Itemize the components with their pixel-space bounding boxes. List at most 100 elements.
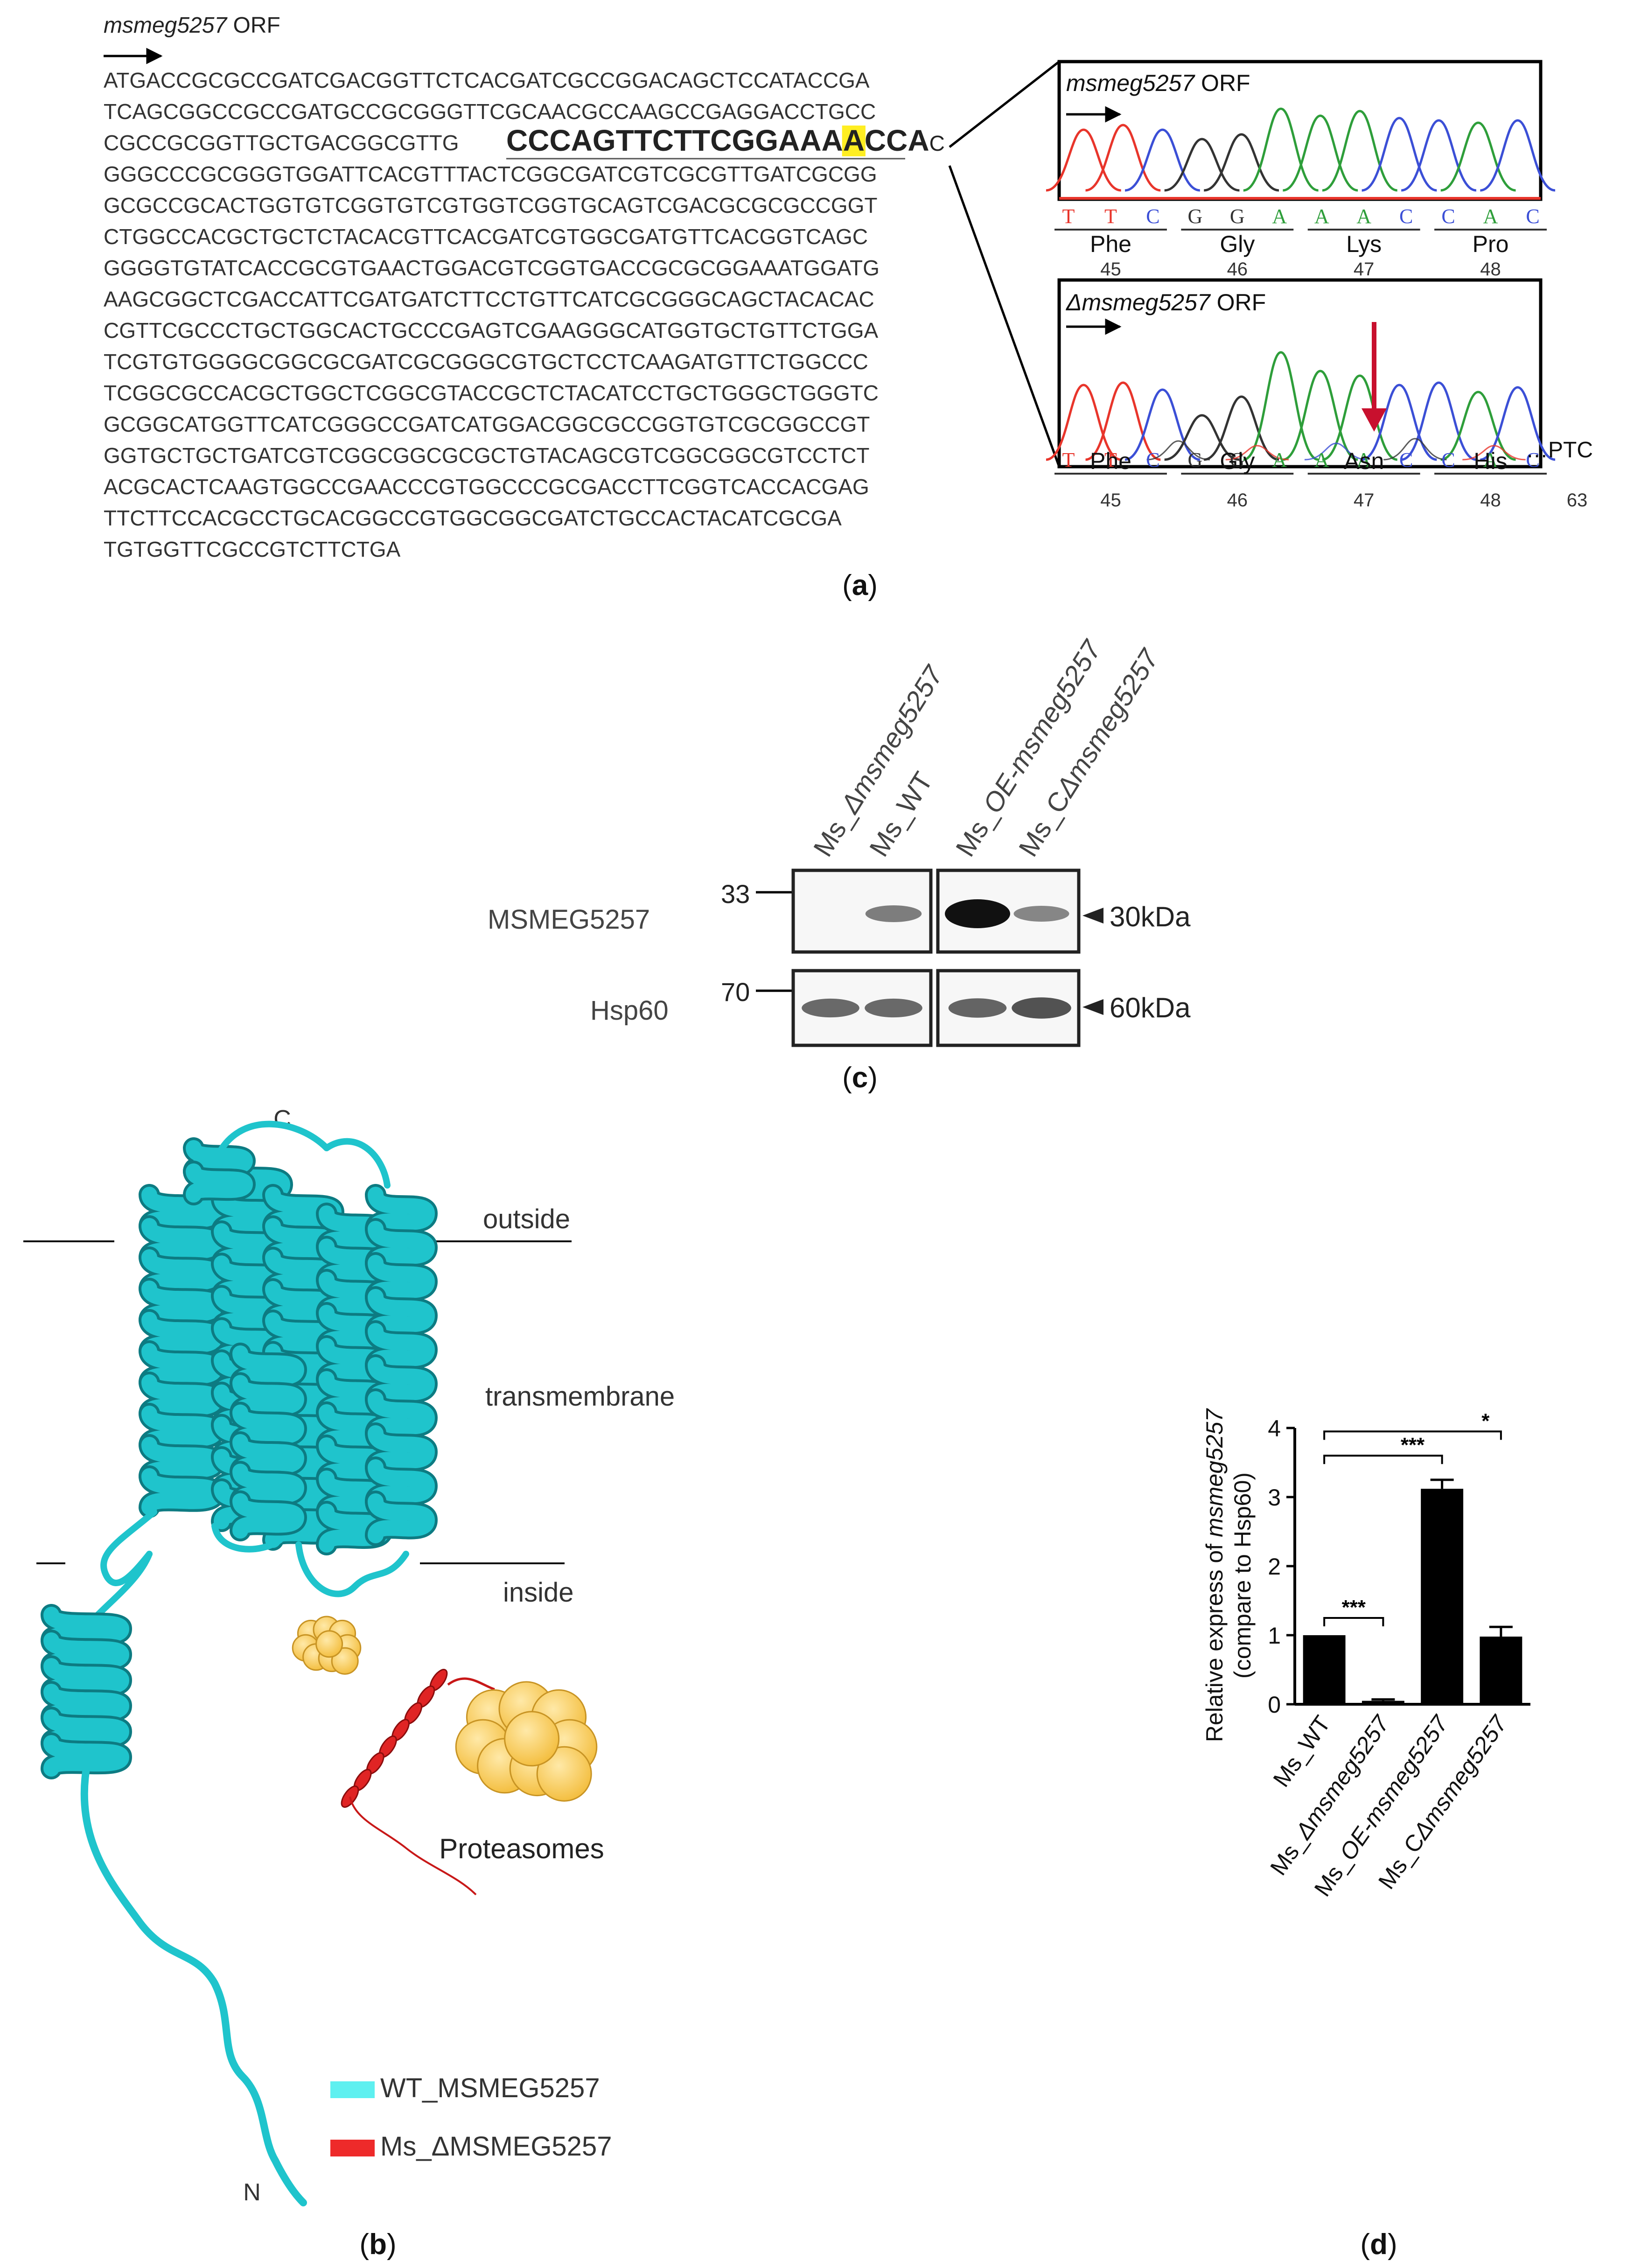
helix-turn: [368, 1187, 435, 1237]
band-msmeg5257: [945, 899, 1010, 928]
y-tick-label: 2: [1268, 1554, 1281, 1580]
sequence-line: TCAGCGGCCGCCGATGCCGCGGGTTCGCAACGCCAAGCCG…: [104, 99, 876, 124]
residue-number: 46: [1227, 259, 1248, 280]
size-label-30kda: 30kDa: [1110, 901, 1191, 932]
residue-number: 46: [1227, 490, 1248, 511]
base-call: G: [1230, 448, 1245, 471]
significance-label: ***: [1401, 1434, 1425, 1456]
band-hsp60: [948, 998, 1007, 1018]
loop: [211, 1523, 283, 1553]
chromatogram-peak: [1440, 121, 1516, 192]
base-call: T: [1062, 205, 1075, 228]
marker-33: 33: [721, 879, 750, 909]
band-hsp60: [865, 998, 922, 1018]
chromatogram-peak: [1282, 370, 1358, 461]
chromatogram-peak: [1085, 124, 1161, 192]
band-msmeg5257: [1013, 906, 1069, 922]
proteasome-large-sphere: [536, 1746, 592, 1802]
zoom-line-bottom: [948, 165, 1061, 467]
chromatogram-peak: [1203, 133, 1279, 192]
base-call: C: [1399, 448, 1413, 471]
helix-turn: [232, 1463, 305, 1509]
amino-acid-label: Gly: [1220, 448, 1255, 474]
helix-turn: [232, 1493, 305, 1539]
helix-turn: [232, 1404, 305, 1450]
proteasome-small-sphere: [331, 1647, 359, 1675]
helix-tm6: [230, 1343, 307, 1541]
chromatogram-noise-peak: [1225, 445, 1289, 461]
bar: [1303, 1635, 1346, 1704]
bar: [1480, 1636, 1522, 1704]
mutation-site-arrowhead-icon: [1362, 408, 1387, 432]
helix-turn: [43, 1607, 130, 1648]
significance-bracket: [1323, 1430, 1502, 1440]
mutant-chromatogram-trace: [1046, 351, 1556, 461]
size-label-60kda: 60kDa: [1110, 992, 1191, 1023]
base-call: A: [1272, 448, 1287, 471]
helix-turn: [232, 1345, 305, 1391]
helix-turn: [368, 1289, 435, 1339]
sequence-line: AAGCGGCTCGACCATTCGATGATCTTCCTGTTCATCGCGG…: [104, 287, 874, 311]
helix-turn: [368, 1425, 435, 1475]
y-tick-label: 3: [1268, 1484, 1281, 1511]
chromatogram-peak: [1243, 351, 1319, 461]
sequence-line: CGCCGCGGTTGCTGACGGCGTTG: [104, 131, 459, 155]
orf-label: msmeg5257 ORF: [104, 13, 280, 38]
amino-acid-label: Phe: [1090, 448, 1131, 474]
helix-turn: [141, 1406, 223, 1453]
sequence-block: ATGACCGCGCCGATCGACGGTTCTCACGATCGCCGGACAG…: [104, 68, 880, 561]
significance-label: ***: [1342, 1596, 1366, 1619]
amino-acid-label: Phe: [1090, 231, 1131, 257]
truncated-protein: [341, 1669, 495, 1896]
chromatogram-peak: [1401, 381, 1477, 461]
chromatogram-peak: [1401, 119, 1477, 192]
proteasomes-label: Proteasomes: [439, 1833, 604, 1864]
n-terminal-tail: [80, 1765, 307, 2206]
proteasome-small-sphere: [315, 1630, 343, 1658]
row-label-msmeg5257: MSMEG5257: [488, 904, 650, 935]
legend-swatch: [330, 2081, 375, 2098]
significance-bracket: [1323, 1455, 1443, 1464]
wt-box-title: msmeg5257 ORF: [1066, 70, 1250, 96]
helix-top: [183, 1137, 256, 1205]
chromatogram-peak: [1480, 119, 1556, 192]
chromatogram-peak: [1124, 128, 1201, 192]
chromatogram-peak: [1046, 384, 1122, 461]
helix-turn: [186, 1140, 253, 1179]
helix-turn: [141, 1468, 223, 1515]
base-call: T: [1104, 205, 1117, 228]
helix-turn: [368, 1221, 435, 1271]
chromatogram-noise-peak: [1462, 445, 1526, 461]
sequence-line: TGTGGTTCGCCGTCTTCTGA: [104, 537, 401, 561]
mutation-highlight: [842, 126, 866, 156]
helix-turn: [368, 1357, 435, 1407]
sequence-line: CGTTCGCCCTGCTGGCACTGCCCGAGTCGAAGGGCATGGT…: [104, 318, 879, 343]
sequence-line: GCGCCGCACTGGTGTCGGTGTCGTGGTCGGTGCAGTCGAC…: [104, 193, 878, 217]
sequence-line: TTCTTCCACGCCTGCACGGCCGTGGCGGCGATCTGCCACT…: [104, 506, 842, 530]
caption-d: (d): [1360, 2228, 1397, 2261]
helix-turn: [368, 1255, 435, 1305]
chromatogram-peak: [1085, 381, 1161, 461]
helix-amphipathic: [41, 1604, 133, 1779]
base-call: A: [1314, 448, 1329, 471]
legend-label: Ms_ΔMSMEG5257: [380, 2131, 612, 2162]
y-axis-label-gene: msmeg5257: [1201, 1408, 1228, 1537]
loop: [216, 1120, 330, 1156]
base-call: A: [1483, 205, 1498, 228]
residue-number: 45: [1100, 490, 1121, 511]
helix-turn: [141, 1281, 223, 1328]
lane-label-prefix: Ms_C: [1013, 786, 1076, 862]
inside-label: inside: [503, 1577, 574, 1608]
amino-acid-label: Gly: [1220, 231, 1255, 257]
base-call: C: [1399, 205, 1413, 228]
base-call: G: [1187, 448, 1202, 471]
loop: [100, 1509, 157, 1586]
significance-label: *: [1481, 1409, 1490, 1432]
zoom-line-top: [949, 61, 1060, 148]
